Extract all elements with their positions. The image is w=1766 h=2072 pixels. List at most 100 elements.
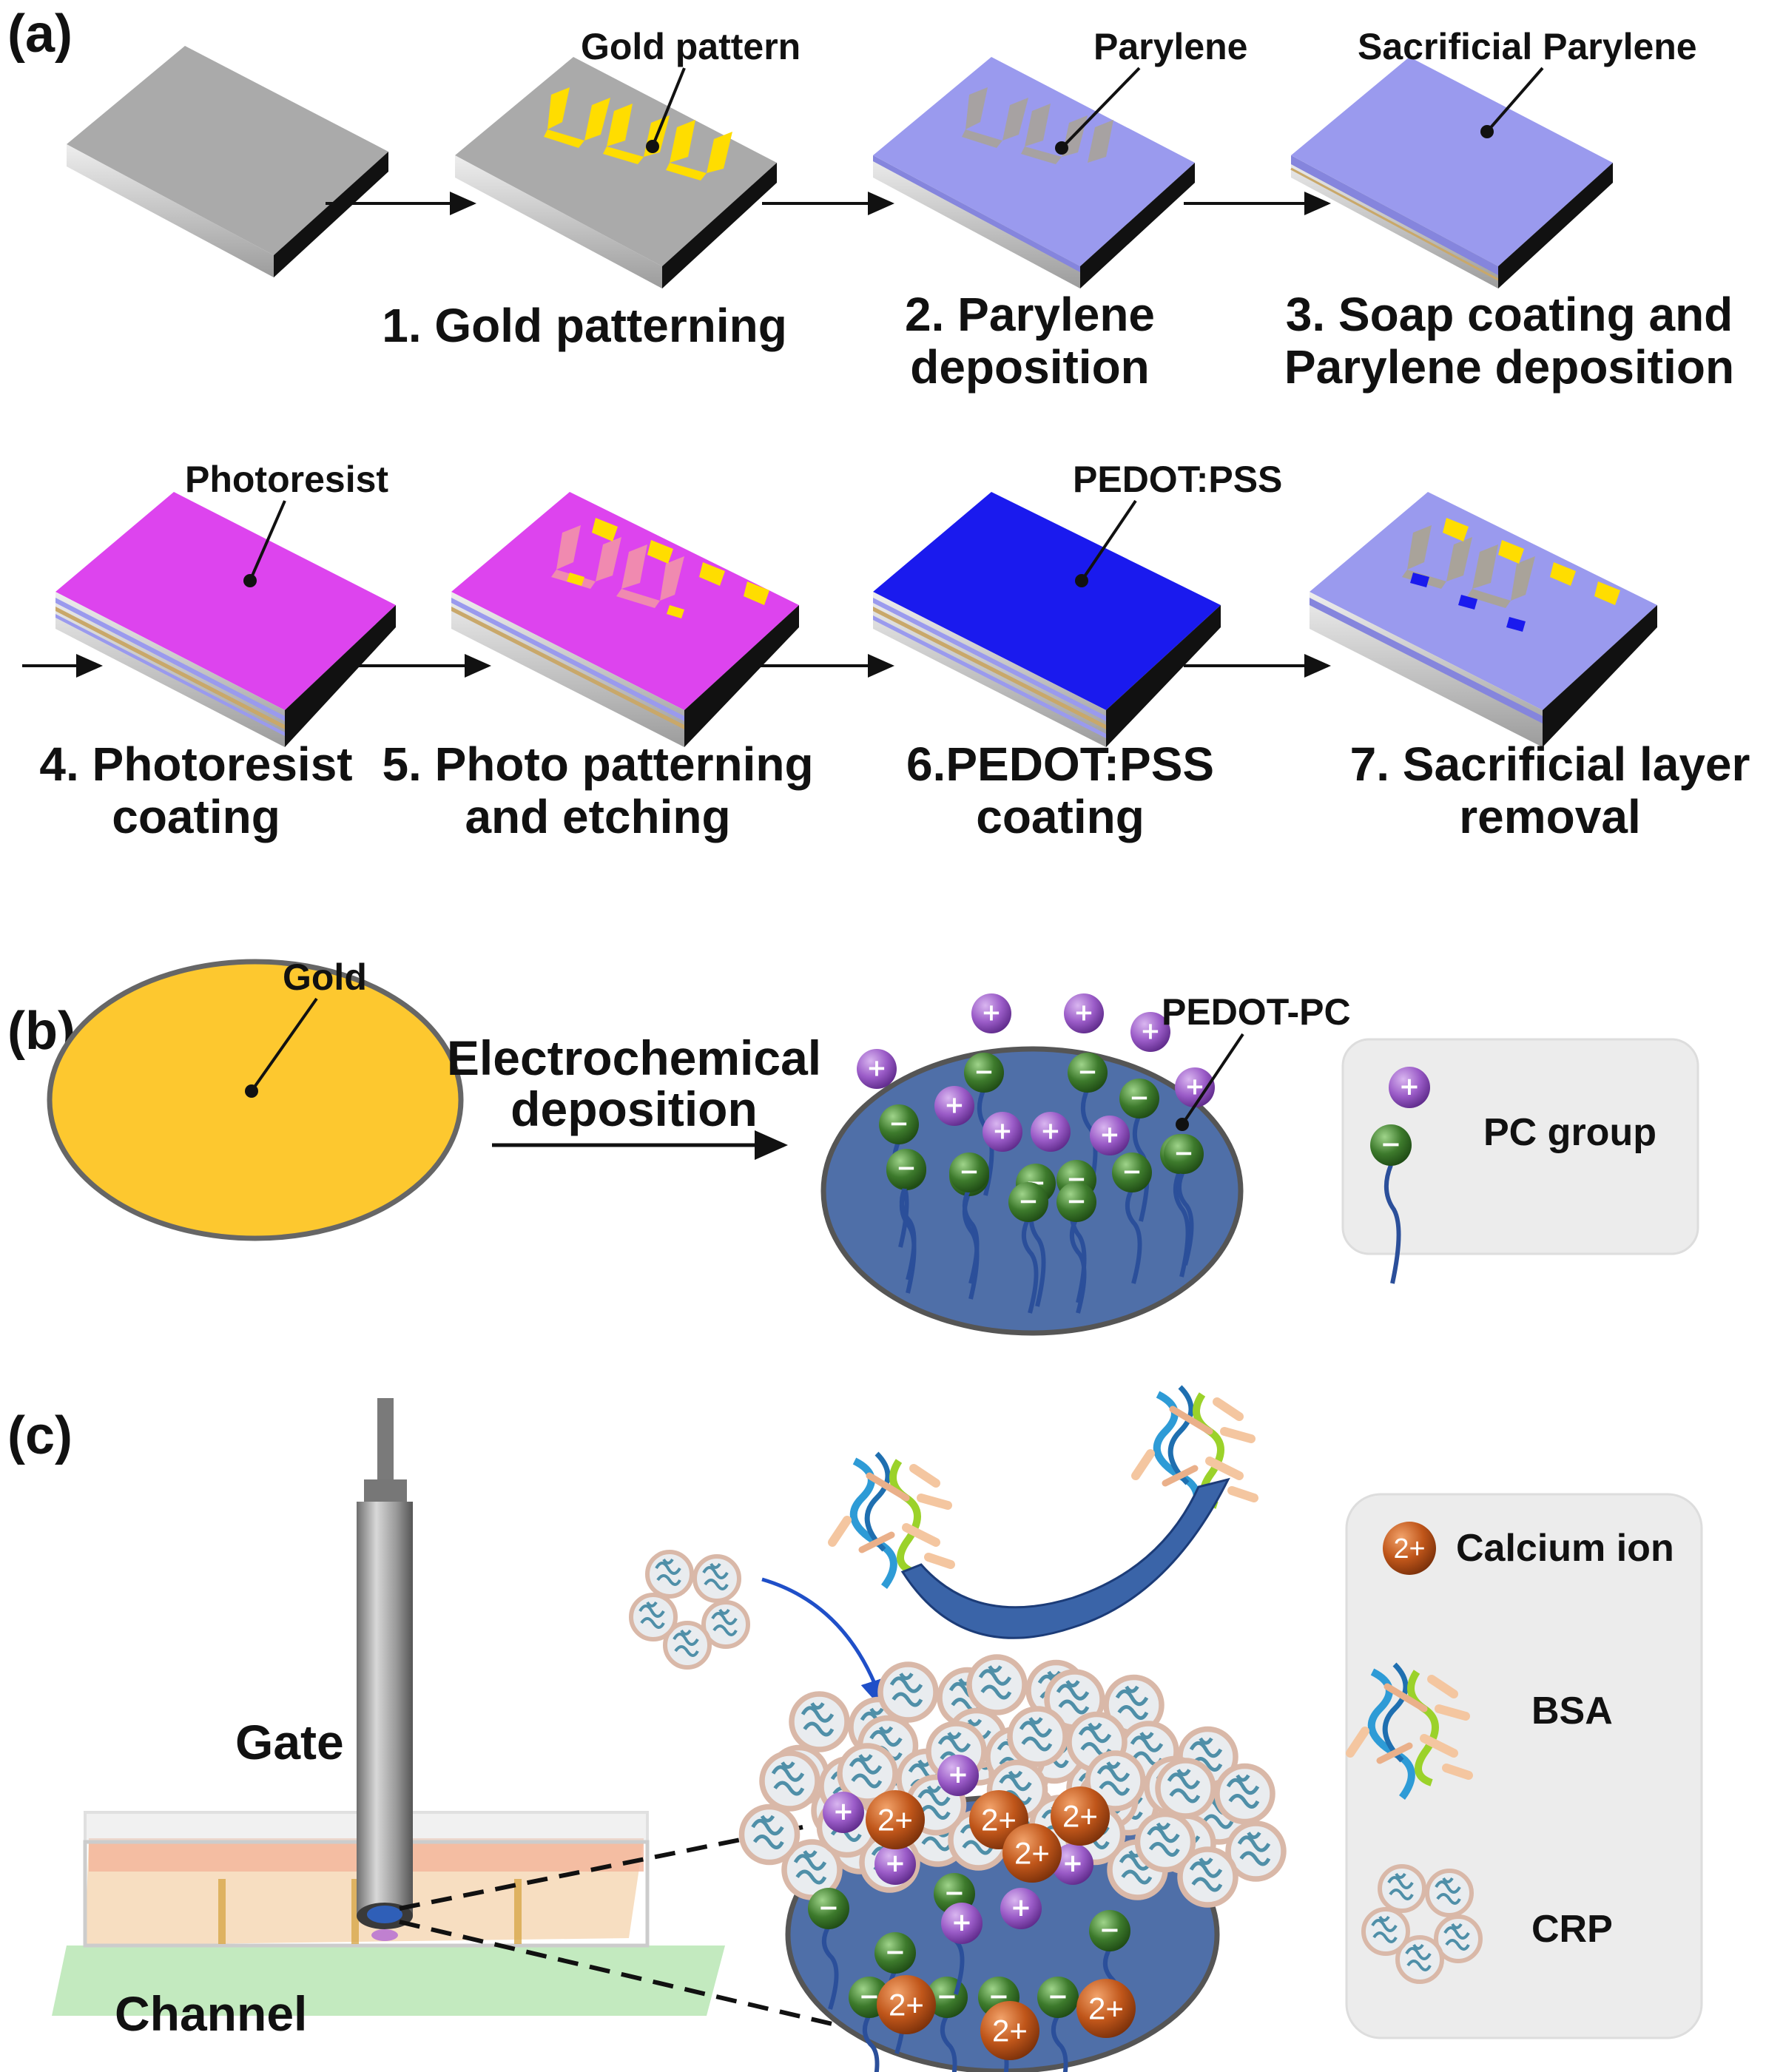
zoom-anion: − — [874, 1932, 916, 1974]
chip-step-7-final-device — [1310, 492, 1657, 747]
glass-substrate — [52, 1946, 725, 2016]
svg-text:2+: 2+ — [992, 2013, 1028, 2048]
pc-cation: + — [1064, 993, 1104, 1033]
process-label-line1: Electrochemical — [447, 1030, 821, 1085]
pc-cation: + — [1031, 1112, 1071, 1152]
chip-step-2-parylene-deposition — [873, 57, 1195, 288]
svg-text:2+: 2+ — [1088, 1991, 1124, 2025]
chip-step-3-sacrificial-parylene — [1290, 57, 1613, 288]
pc-anion: − — [1164, 1134, 1204, 1174]
zoom-cation: + — [941, 1903, 983, 1944]
callout-gold-pattern: Gold pattern — [581, 26, 801, 67]
svg-text:+: + — [981, 999, 1001, 1027]
chip-step-5-photo-patterning — [451, 492, 799, 747]
legend-calcium-ball: 2+ — [1383, 1522, 1436, 1575]
svg-text:+: + — [1062, 1849, 1083, 1877]
chip-step-1-gold-patterning — [455, 57, 777, 288]
svg-text:2+: 2+ — [889, 1987, 924, 2022]
step-2-label-line1: 2. Parylene — [905, 288, 1155, 341]
legend-anion: − — [1370, 1124, 1412, 1166]
zoom-line-top — [399, 1825, 803, 1911]
crp-binding-arrow — [761, 1577, 889, 1712]
svg-text:−: − — [1048, 1982, 1068, 2011]
legend-calcium-label: Calcium ion — [1456, 1527, 1674, 1570]
step-6-label-line1: 6.PEDOT:PSS — [906, 738, 1214, 791]
pc-anion: − — [1056, 1182, 1096, 1222]
callout-sacrificial-parylene: Sacrificial Parylene — [1358, 26, 1697, 67]
pc-anion: − — [1119, 1079, 1159, 1118]
svg-text:+: + — [1011, 1893, 1031, 1922]
svg-text:−: − — [1018, 1187, 1038, 1215]
svg-text:−: − — [1173, 1139, 1193, 1167]
gold-electrode — [47, 959, 464, 1241]
svg-text:−: − — [959, 1158, 979, 1186]
zoom-calcium-ion: 2+ — [1002, 1823, 1062, 1883]
panel-label-c: (c) — [7, 1406, 73, 1465]
step-3-label-line2: Parylene deposition — [1284, 340, 1734, 394]
gate-electrode — [357, 1398, 413, 1929]
svg-text:+: + — [1140, 1017, 1160, 1045]
svg-text:+: + — [833, 1797, 854, 1826]
pc-cation: + — [1130, 1012, 1170, 1052]
svg-text:+: + — [992, 1117, 1012, 1145]
step-4-label-line2: coating — [112, 790, 280, 843]
step-7-label-line2: removal — [1459, 790, 1640, 843]
step-6-label-line2: coating — [976, 790, 1145, 843]
svg-text:2+: 2+ — [1393, 1533, 1425, 1565]
svg-text:+: + — [1040, 1117, 1060, 1145]
chip-step-0-bare-substrate — [67, 46, 388, 277]
svg-text:−: − — [896, 1154, 916, 1182]
label-gold: Gold — [283, 956, 367, 998]
svg-text:+: + — [866, 1054, 886, 1082]
legend-crp-label: CRP — [1531, 1908, 1613, 1951]
step-5-label-line1: 5. Photo patterning — [382, 738, 813, 791]
legend-bsa-label: BSA — [1531, 1690, 1613, 1732]
svg-text:+: + — [1099, 1121, 1119, 1149]
svg-text:2+: 2+ — [877, 1802, 913, 1837]
label-gate: Gate — [235, 1715, 344, 1769]
pc-cation: + — [1090, 1116, 1130, 1155]
pc-anion: − — [1112, 1153, 1152, 1192]
pc-anion: − — [1068, 1053, 1108, 1093]
zoom-line-bottom — [399, 1920, 996, 2065]
svg-text:−: − — [1129, 1084, 1149, 1112]
chip-step-4-photoresist — [55, 492, 396, 747]
svg-text:−: − — [937, 1982, 957, 2011]
zoom-calcium-ion: 2+ — [1076, 1979, 1136, 2038]
label-channel: Channel — [115, 1986, 307, 2041]
process-label-line2: deposition — [510, 1081, 758, 1136]
zoom-calcium-ion: 2+ — [980, 2001, 1039, 2060]
svg-text:2+: 2+ — [1014, 1835, 1050, 1870]
bsa-left — [832, 1454, 951, 1587]
zoom-cation: + — [823, 1792, 864, 1833]
callout-pedot-pss: PEDOT:PSS — [1073, 459, 1282, 500]
chip-step-6-pedot-coating — [873, 492, 1221, 747]
svg-text:2+: 2+ — [981, 1802, 1017, 1837]
zoom-cation: + — [1000, 1888, 1042, 1929]
svg-text:−: − — [944, 1878, 965, 1907]
pc-cation: + — [1175, 1067, 1215, 1107]
svg-text:−: − — [1122, 1158, 1142, 1186]
step-2-label-line2: deposition — [910, 340, 1150, 394]
svg-text:−: − — [1099, 1915, 1120, 1944]
crp-incoming — [631, 1552, 748, 1667]
step-5-label-line2: and etching — [465, 790, 730, 843]
step-7-label-line1: 7. Sacrificial layer — [1350, 738, 1750, 791]
zoom-particles: −−−−−−−−++++++2+2+2+2+2+2+2+ — [742, 1657, 1284, 2072]
legend-pc-box — [1341, 1038, 1699, 1255]
pc-anion: − — [949, 1153, 989, 1192]
zoom-calcium-ion: 2+ — [866, 1790, 925, 1849]
svg-text:+: + — [1399, 1072, 1420, 1101]
svg-text:−: − — [859, 1982, 880, 2011]
svg-text:+: + — [885, 1849, 906, 1877]
svg-text:+: + — [948, 1760, 968, 1789]
svg-text:−: − — [1381, 1130, 1401, 1158]
pc-anion: − — [886, 1149, 926, 1189]
zoom-anion: − — [1089, 1910, 1130, 1951]
pc-cation: + — [971, 993, 1011, 1033]
step-3-label-line1: 3. Soap coating and — [1286, 288, 1733, 341]
zoom-cation: + — [1052, 1843, 1093, 1885]
zoom-cation: + — [874, 1843, 916, 1885]
label-pedot-pc: PEDOT-PC — [1162, 991, 1351, 1033]
